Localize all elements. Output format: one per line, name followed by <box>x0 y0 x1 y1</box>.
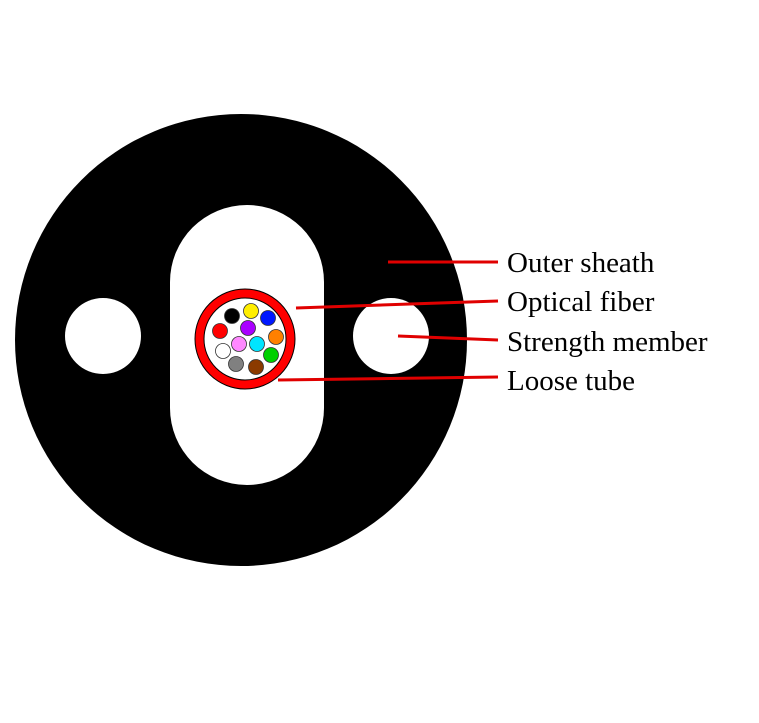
fiber-2 <box>224 308 240 324</box>
strength-member-right <box>353 298 429 374</box>
fiber-9 <box>249 336 265 352</box>
leader-line-loose-tube <box>277 375 499 382</box>
fiber-7 <box>215 343 231 359</box>
fiber-5 <box>240 320 256 336</box>
fiber-8 <box>231 336 247 352</box>
fiber-12 <box>248 359 264 375</box>
leader-line-strength-member <box>397 334 499 342</box>
label-outer-sheath: Outer sheath <box>507 247 655 279</box>
leader-line-optical-fiber <box>295 299 499 310</box>
optical-fibers <box>212 303 284 375</box>
label-optical-fiber: Optical fiber <box>507 286 655 318</box>
label-strength-member: Strength member <box>507 326 708 358</box>
leader-lines <box>277 260 499 382</box>
fiber-11 <box>228 356 244 372</box>
fiber-1 <box>243 303 259 319</box>
strength-member-left <box>65 298 141 374</box>
label-loose-tube: Loose tube <box>507 365 635 397</box>
fiber-3 <box>260 310 276 326</box>
fiber-10 <box>263 347 279 363</box>
fiber-6 <box>268 329 284 345</box>
fiber-4 <box>212 323 228 339</box>
